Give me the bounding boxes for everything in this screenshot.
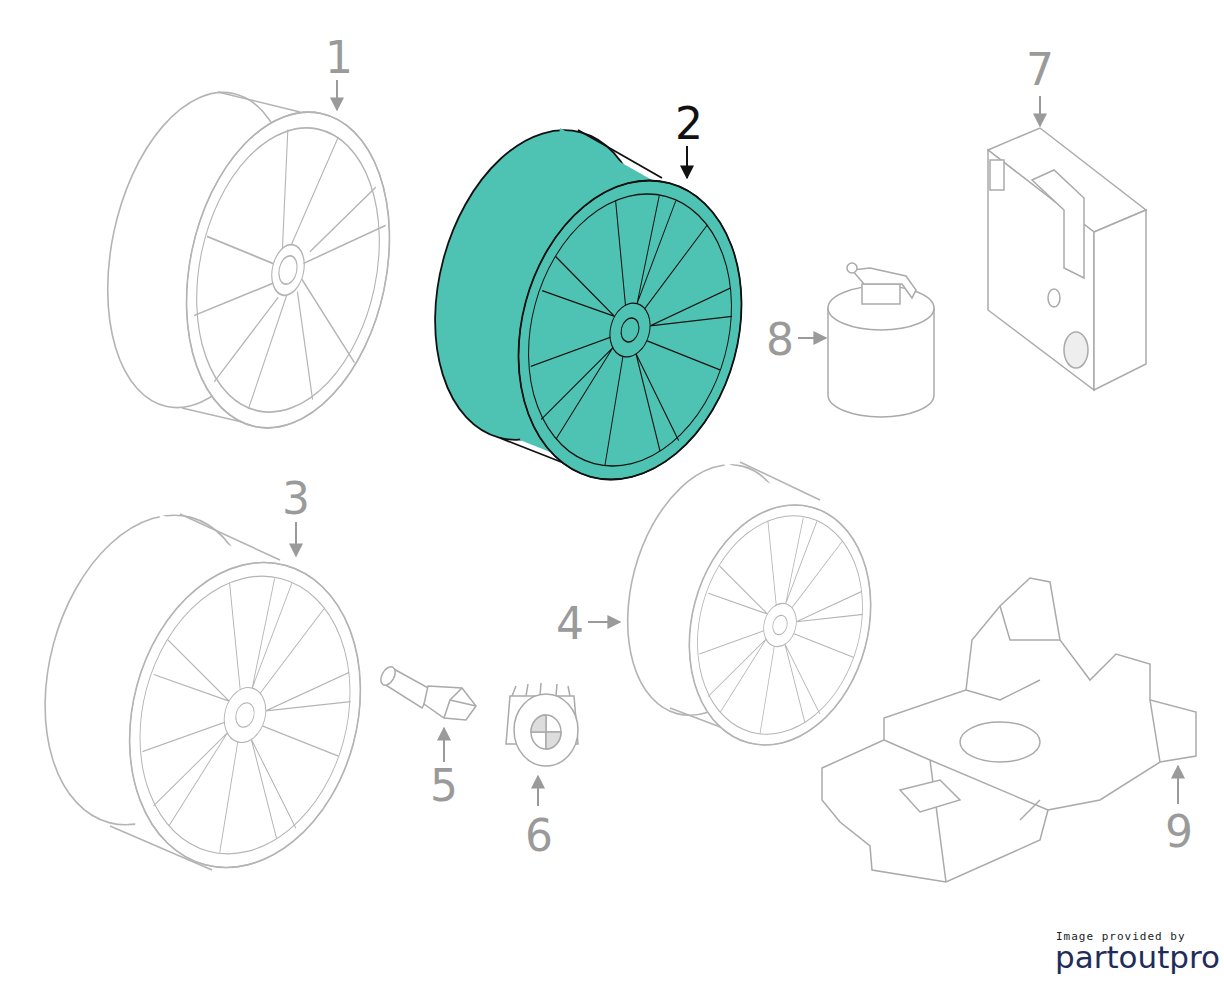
callout-number: 5: [430, 764, 458, 808]
brand-logo: partoutpro: [1055, 942, 1220, 973]
callout-number: 6: [525, 814, 553, 858]
callout-number: 1: [325, 36, 353, 80]
callout-number: 4: [556, 602, 584, 646]
callout-number: 3: [282, 477, 310, 521]
callout-number: 8: [766, 318, 794, 362]
callout-number: 7: [1026, 48, 1054, 92]
callout-number: 2: [675, 102, 703, 146]
callout-number: 9: [1165, 810, 1193, 854]
